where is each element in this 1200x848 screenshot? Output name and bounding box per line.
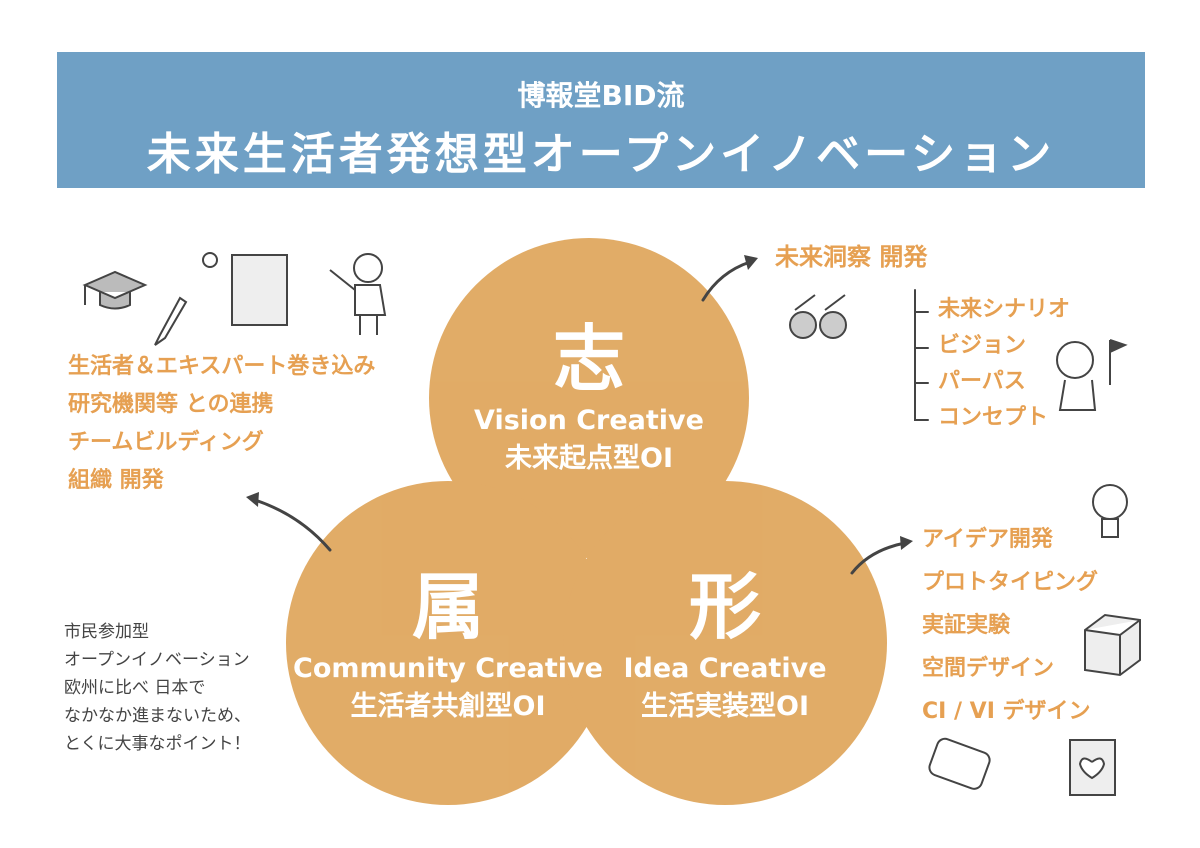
list-item: 研究機関等 との連携 (68, 392, 274, 417)
list-item: ビジョン (938, 333, 1027, 358)
person-icon (353, 253, 383, 283)
arrow-head-icon (744, 255, 758, 270)
list-item: 組織 開発 (68, 468, 164, 493)
idea-kanji: 形 (688, 565, 761, 649)
vision-heading: 未来洞察 開発 (775, 243, 928, 271)
note-line: オープンイノベーション (64, 650, 250, 670)
list-item: 空間デザイン (922, 656, 1055, 681)
idea-label: 形 Idea Creative 生活実装型OI (565, 548, 885, 723)
list-item: 実証実験 (922, 613, 1011, 638)
arrow-to-vision (701, 260, 752, 302)
community-english: Community Creative (293, 653, 603, 684)
document-icon (231, 254, 288, 326)
lightbulb-icon (1092, 484, 1128, 538)
person-flag-icon (1056, 339, 1128, 411)
list-item: パーパス (938, 369, 1026, 394)
idea-english: Idea Creative (623, 653, 827, 684)
list-item: 生活者＆エキスパート巻き込み (68, 354, 376, 379)
graduation-cap-icon (82, 270, 148, 310)
arrow-head-icon (246, 492, 259, 507)
vision-english: Vision Creative (474, 405, 704, 436)
vision-outcomes: 未来シナリオ ビジョン パーパス コンセプト (938, 292, 1070, 436)
community-kanji: 属 (411, 565, 484, 649)
community-circle (286, 481, 610, 805)
vision-bracket (914, 289, 929, 421)
list-item: チームビルディング (68, 430, 264, 455)
idea-circle (563, 481, 887, 805)
vision-japanese: 未来起点型OI (505, 443, 673, 474)
title-banner: 博報堂BID流 未来生活者発想型オープンイノベーション (57, 52, 1145, 188)
banner-subtitle: 博報堂BID流 (517, 79, 685, 112)
list-item: 未来シナリオ (938, 297, 1071, 322)
sun-icon (202, 252, 218, 268)
vision-circle (429, 238, 749, 558)
vision-kanji: 志 (552, 317, 625, 401)
pencil-icon (154, 296, 188, 346)
idea-outcomes: アイデア開発 プロトタイピング 実証実験 空間デザイン CI / VI デザイン (922, 518, 1098, 733)
person-body-icon (329, 269, 387, 335)
arrow-to-idea (850, 541, 907, 575)
arrow-head-icon (900, 536, 913, 550)
arrow-to-left (253, 498, 332, 552)
list-item: コンセプト (938, 405, 1049, 430)
list-item: アイデア開発 (922, 527, 1053, 552)
community-outcomes: 生活者＆エキスパート巻き込み 研究機関等 との連携 チームビルディング 組織 開… (68, 348, 375, 500)
vision-label: 志 Vision Creative 未来起点型OI (429, 300, 749, 475)
smartphone-icon (928, 737, 991, 790)
note-line: 市民参加型 (64, 622, 149, 642)
note-line: なかなか進まないため、 (64, 706, 251, 726)
cube-icon (1084, 613, 1141, 677)
list-item: プロトタイピング (922, 570, 1099, 595)
idea-japanese: 生活実装型OI (641, 691, 809, 722)
community-japanese: 生活者共創型OI (350, 691, 546, 722)
note-text: 市民参加型 オープンイノベーション 欧州に比べ 日本で なかなか進まないため、 … (64, 618, 251, 758)
banner-title: 未来生活者発想型オープンイノベーション (146, 129, 1056, 180)
list-item: CI / VI デザイン (922, 699, 1091, 724)
heart-card-icon (1069, 739, 1116, 796)
community-label: 属 Community Creative 生活者共創型OI (288, 548, 608, 723)
note-line: とくに大事なポイント！ (64, 734, 251, 754)
binoculars-icon (789, 294, 847, 339)
note-line: 欧州に比べ 日本で (64, 678, 206, 698)
